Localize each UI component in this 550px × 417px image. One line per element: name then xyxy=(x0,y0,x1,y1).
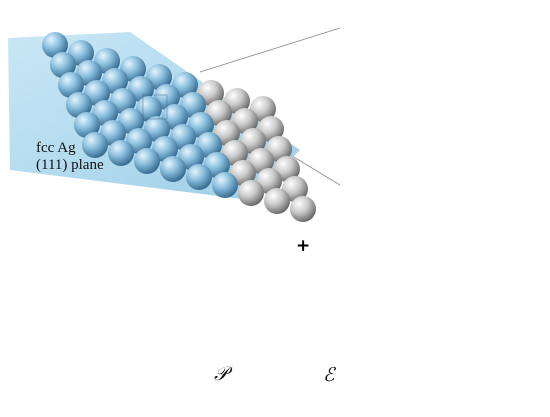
slab-atom xyxy=(186,164,212,190)
slab-atom xyxy=(82,132,108,158)
plane-label: fcc Ag (111) plane xyxy=(36,140,104,174)
slab-atom xyxy=(74,112,100,138)
slab-atom xyxy=(264,188,290,214)
slab-atom xyxy=(42,32,68,58)
atom-slab-panel xyxy=(8,32,316,222)
atom-slab xyxy=(42,32,316,222)
slab-atom xyxy=(160,156,186,182)
plane-label-line2: (111) plane xyxy=(36,157,104,173)
slab-atom xyxy=(50,52,76,78)
slab-atom xyxy=(134,148,160,174)
slab-atom xyxy=(58,72,84,98)
plane-label-line1: fcc Ag xyxy=(36,140,76,156)
symbol-e: ℰ xyxy=(323,365,335,386)
colorbar-plus: + xyxy=(296,236,311,256)
slab-atom xyxy=(238,180,264,206)
slab-atom xyxy=(212,172,238,198)
symbol-p: 𝒫 xyxy=(214,364,228,385)
slab-atom xyxy=(290,196,316,222)
highlight-atom-box xyxy=(142,94,168,120)
slab-atom xyxy=(66,92,92,118)
slab-atom xyxy=(108,140,134,166)
